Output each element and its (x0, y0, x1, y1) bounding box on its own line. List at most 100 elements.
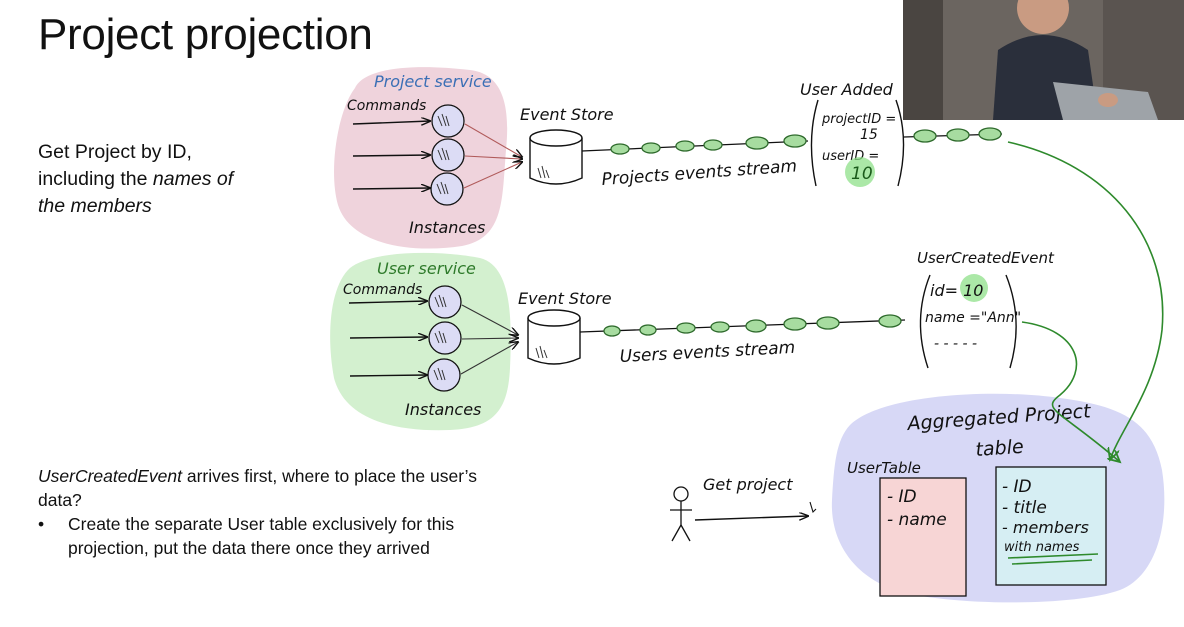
user-table (879, 477, 967, 597)
project-event-store-label: Event Store (520, 105, 614, 124)
user-table-label: UserTable (847, 459, 921, 477)
project-stream-event (745, 136, 769, 150)
user-added-right-brace (895, 99, 905, 187)
user-commands-label: Commands (343, 282, 422, 298)
user-table-field: - ID (887, 487, 917, 507)
user-stream-event (710, 321, 730, 333)
user-command-arrow (349, 375, 427, 376)
scribble (436, 181, 449, 195)
project-table-field: - title (1002, 498, 1047, 518)
note-question-text: arrives first, where to place the user’s… (38, 466, 477, 510)
intro-line-2: including the names of (38, 166, 318, 193)
project-stream-event (978, 127, 1002, 141)
user-stream-event (878, 314, 902, 328)
user-created-field: name ="Ann" (925, 310, 1021, 326)
user-instance-arrow (461, 338, 518, 339)
note-event-name: UserCreatedEvent (38, 466, 182, 486)
project-service-label: Project service (374, 72, 492, 91)
project-event-store (529, 129, 583, 185)
highlight-mark (845, 157, 875, 187)
user-service-label: User service (377, 259, 476, 278)
intro-line-3: the members (38, 193, 318, 220)
project-instances-label: Instances (409, 218, 485, 237)
user-event-store-label: Event Store (518, 289, 612, 308)
user-db-top (527, 309, 581, 327)
user-stream-event (816, 316, 840, 330)
project-db-top (529, 129, 583, 147)
scribble (433, 367, 446, 381)
user-created-right-brace (1005, 274, 1017, 369)
stick-figure-line (671, 524, 682, 542)
user-service-blob (330, 252, 511, 431)
project-service-blob (334, 67, 508, 249)
user-db-body (527, 318, 581, 365)
project-stream-event (610, 143, 630, 155)
project-stream-event (783, 134, 807, 148)
project-instance-arrows (463, 123, 522, 189)
project-stream-events (913, 127, 1002, 143)
user-command-arrows (348, 301, 427, 376)
aggregated-title-line-2: table (975, 436, 1025, 461)
user-table-field: - name (887, 510, 947, 530)
project-stream-events (610, 134, 807, 155)
project-stream-event (913, 129, 937, 143)
user-command-arrow (349, 337, 427, 338)
user-stream-line (579, 319, 906, 333)
project-command-arrow (352, 121, 430, 124)
user-stream-events (603, 314, 902, 337)
note-bullets: Create the separate User table exclusive… (38, 512, 508, 560)
cursor-icon (809, 501, 817, 514)
note-bullet: Create the separate User table exclusive… (38, 512, 508, 560)
project-stream-label: Projects events stream (601, 156, 798, 190)
highlight-mark (960, 274, 988, 302)
user-stream-event (745, 319, 767, 333)
project-instance-arrow (464, 123, 522, 157)
intro-line-2-emphasis: names of (152, 168, 234, 190)
project-stream-event (675, 140, 695, 152)
underline-mark (1007, 553, 1099, 565)
user-created-field: - - - - - (934, 336, 977, 352)
user-command-arrow (348, 301, 427, 303)
project-instance-arrow (464, 156, 522, 159)
user-added-field-value: 15 (860, 127, 878, 143)
project-commands-label: Commands (347, 98, 426, 114)
intro-line-3-emphasis: the members (38, 195, 152, 217)
user-stream-label: Users events stream (619, 338, 795, 367)
project-table-field: - ID (1002, 477, 1032, 497)
project-command-arrow (352, 188, 430, 189)
project-stream-event (641, 142, 661, 154)
project-table (995, 466, 1107, 586)
user-instances-label: Instances (405, 400, 481, 419)
scribble (434, 294, 447, 308)
project-command-arrows (352, 121, 430, 189)
project-instance-scribbles (436, 113, 450, 195)
project-db-body (529, 138, 583, 185)
get-project-arrow (694, 516, 808, 521)
project-table-field: with names (1004, 540, 1080, 555)
stick-figure-line (680, 524, 691, 542)
user-event-store (527, 309, 581, 365)
user-added-left-brace (810, 99, 819, 187)
project-stream-event (703, 139, 723, 151)
project-command-arrow (352, 155, 430, 156)
scribble (535, 345, 548, 359)
user-added-event-name: User Added (800, 80, 894, 99)
get-project-label: Get project (703, 475, 793, 494)
user-stream-event (783, 317, 807, 331)
user-stream-to-table-arrow (1021, 321, 1120, 462)
presenter-video (903, 0, 1184, 120)
user-stream-event (603, 325, 621, 337)
user-created-event-name: UserCreatedEvent (917, 249, 1055, 267)
user-created-field: id= 10 (930, 281, 983, 300)
user-added-field-value: 10 (851, 164, 873, 184)
video-person-hand (1098, 93, 1118, 107)
scribble (434, 330, 447, 344)
intro-text: Get Project by ID, including the names o… (38, 139, 318, 220)
scribble (537, 165, 550, 179)
project-instance-arrow (463, 162, 522, 189)
video-door (903, 0, 943, 120)
presenter-video-frame (903, 0, 1184, 120)
video-person-head (1017, 0, 1069, 34)
user-instance-arrow (461, 304, 518, 335)
